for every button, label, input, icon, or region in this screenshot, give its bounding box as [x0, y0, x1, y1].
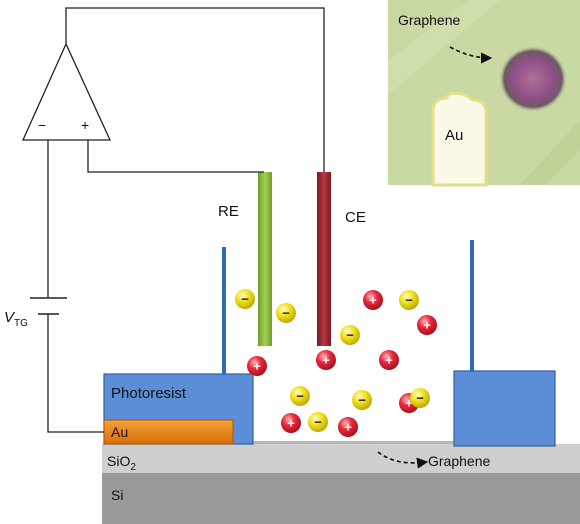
graphene-layer-label: Graphene: [428, 453, 490, 469]
positive-ion: [247, 356, 267, 376]
negative-ion-symbol: −: [282, 306, 290, 321]
negative-ion: [290, 386, 310, 406]
photoresist-right: [453, 370, 556, 447]
graphene-dashed-arrow: [377, 451, 429, 469]
right-wall: [470, 240, 474, 371]
vtg-label: VTG: [4, 309, 28, 329]
negative-ion: [340, 325, 360, 345]
negative-ion-symbol: −: [296, 389, 304, 404]
left-wall: [222, 247, 226, 375]
positive-ion: [417, 315, 437, 335]
negative-ion-symbol: −: [346, 328, 354, 343]
negative-ion: [235, 289, 255, 309]
negative-ion-symbol: −: [314, 415, 322, 430]
graphene-layer: [252, 441, 455, 444]
negative-ion: [410, 388, 430, 408]
positive-ion: [281, 413, 301, 433]
negative-ion: [276, 303, 296, 323]
ions-group: ++++++++−−−−−−−−: [235, 289, 437, 437]
sio2-label: SiO2: [107, 453, 136, 473]
positive-ion-symbol: +: [287, 416, 295, 431]
positive-ion-symbol: +: [423, 318, 431, 333]
positive-ion-symbol: +: [385, 353, 393, 368]
negative-ion-symbol: −: [358, 393, 366, 408]
op-amp-output-wire: [65, 7, 325, 172]
negative-ion-symbol: −: [416, 391, 424, 406]
re-label: RE: [218, 203, 239, 220]
negative-ion: [352, 390, 372, 410]
reference-electrode: [258, 172, 272, 346]
op-amp-minus: −: [38, 117, 46, 133]
voltage-source: VTG: [4, 297, 67, 329]
positive-ion-symbol: +: [405, 396, 413, 411]
si-label: Si: [111, 487, 123, 503]
positive-ion: [379, 350, 399, 370]
au-label: Au: [111, 424, 128, 440]
inset-au-label: Au: [445, 127, 463, 144]
circuit-wires: [47, 7, 325, 433]
negative-ion: [308, 412, 328, 432]
counter-electrode: [317, 172, 331, 346]
negative-ion: [399, 290, 419, 310]
positive-ion: [363, 290, 383, 310]
positive-ion-symbol: +: [369, 293, 377, 308]
si-layer: [102, 473, 580, 524]
positive-ion: [338, 417, 358, 437]
positive-ion-symbol: +: [322, 353, 330, 368]
positive-ion-symbol: +: [253, 359, 261, 374]
negative-ion-symbol: −: [241, 292, 249, 307]
inset-graphene-label: Graphene: [398, 12, 460, 28]
positive-ion-symbol: +: [344, 420, 352, 435]
au-pad-inset: [431, 91, 488, 187]
ce-label: CE: [345, 209, 366, 226]
op-minus-wire-bottom: [47, 314, 104, 433]
positive-ion: [316, 350, 336, 370]
inset-micrograph: Graphene Au: [388, 0, 580, 187]
sio2-layer: [102, 444, 580, 473]
graphene-dot: [499, 46, 567, 112]
au-contact: [103, 419, 234, 445]
op-amp-plus: +: [81, 117, 89, 133]
op-amp: [21, 42, 112, 141]
negative-ion-symbol: −: [405, 293, 413, 308]
photoresist-label: Photoresist: [111, 385, 187, 402]
re-feedback-wire: [87, 140, 264, 173]
inset-dashed-arrow: [449, 46, 493, 64]
